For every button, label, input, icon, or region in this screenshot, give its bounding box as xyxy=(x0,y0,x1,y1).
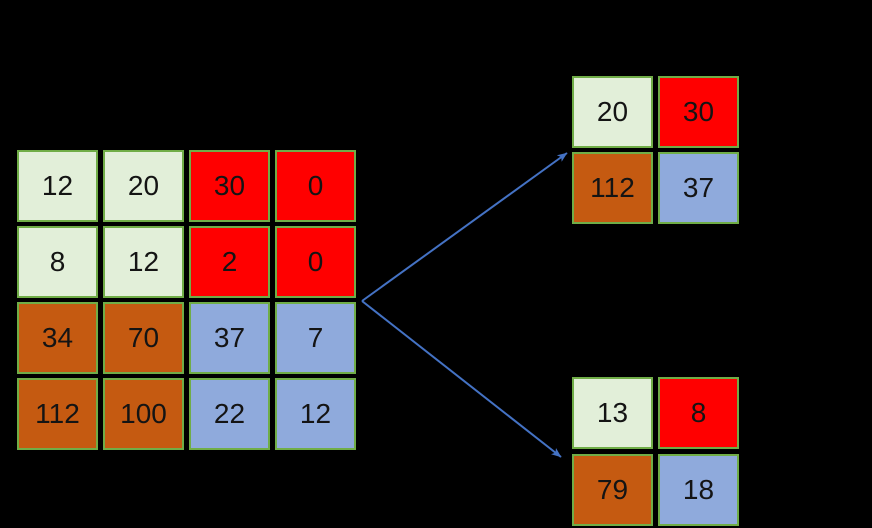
grid-cell: 20 xyxy=(572,76,653,148)
grid-cell: 112 xyxy=(17,378,98,450)
arrow-to-max-pooling-icon xyxy=(361,152,568,302)
grid-cell: 37 xyxy=(658,152,739,224)
input-matrix-grid: 12 20 30 0 8 12 2 0 34 70 37 7 112 100 2… xyxy=(17,150,356,450)
grid-cell: 100 xyxy=(103,378,184,450)
grid-cell: 7 xyxy=(275,302,356,374)
arrow-to-average-pooling-icon xyxy=(361,300,562,458)
grid-cell: 30 xyxy=(189,150,270,222)
max-pooling-result-grid: 20 30 112 37 xyxy=(572,76,739,224)
grid-cell: 34 xyxy=(17,302,98,374)
average-pooling-result-grid: 13 8 79 18 xyxy=(572,377,739,526)
grid-cell: 0 xyxy=(275,150,356,222)
grid-cell: 2 xyxy=(189,226,270,298)
grid-cell: 18 xyxy=(658,454,739,526)
grid-cell: 8 xyxy=(17,226,98,298)
grid-cell: 12 xyxy=(103,226,184,298)
grid-cell: 30 xyxy=(658,76,739,148)
grid-cell: 13 xyxy=(572,377,653,449)
grid-cell: 37 xyxy=(189,302,270,374)
grid-cell: 22 xyxy=(189,378,270,450)
grid-cell: 20 xyxy=(103,150,184,222)
grid-cell: 0 xyxy=(275,226,356,298)
grid-cell: 112 xyxy=(572,152,653,224)
grid-cell: 12 xyxy=(275,378,356,450)
grid-cell: 79 xyxy=(572,454,653,526)
grid-cell: 8 xyxy=(658,377,739,449)
grid-cell: 70 xyxy=(103,302,184,374)
grid-cell: 12 xyxy=(17,150,98,222)
